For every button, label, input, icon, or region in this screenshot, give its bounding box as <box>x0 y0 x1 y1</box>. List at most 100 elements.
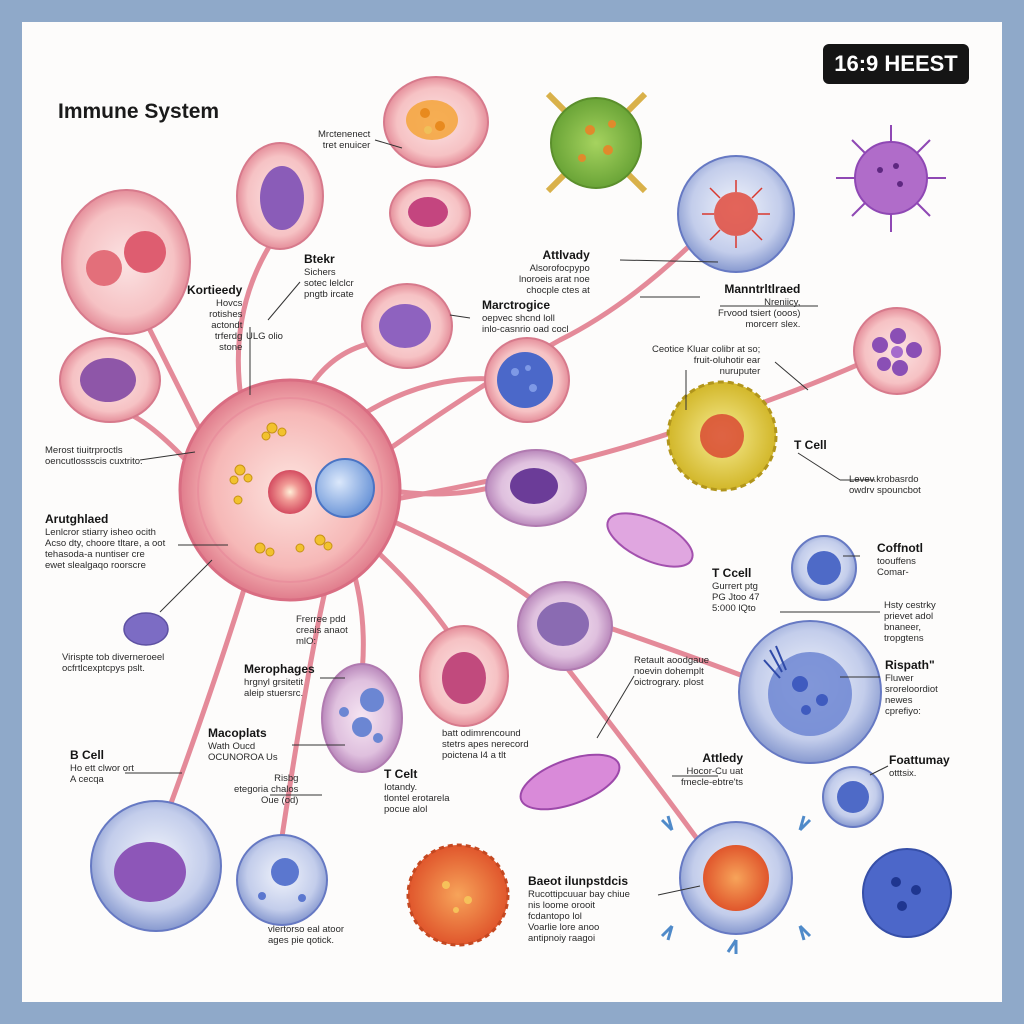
label-line: chocple ctes at <box>526 285 590 296</box>
label-line: Mrctenenect <box>318 129 371 140</box>
label-line: batt odimrencound <box>442 728 521 739</box>
label-tcell-1: T Cell <box>794 438 827 453</box>
label-line: oepvec shcnd loll <box>482 313 555 324</box>
label-line: newes <box>885 695 913 706</box>
label-line: fruit-oluhotir ear <box>693 355 761 366</box>
label-line: vlertorso eal atoor <box>268 924 345 935</box>
label-line: pngtb ircate <box>304 289 354 300</box>
label-line: oictrograry. plost <box>634 677 704 688</box>
cell-purple-nucleus-1 <box>236 142 324 250</box>
label-ulg: ULG olio <box>246 331 283 342</box>
label-heading: Btekr <box>304 252 335 266</box>
virus-purple-spiky <box>836 125 946 232</box>
label-line: actondt <box>211 320 243 331</box>
cell-b-cell-bottom-left <box>90 800 222 932</box>
label-heading: Coffnotl <box>877 541 923 555</box>
label-line: Wath Oucd <box>208 741 256 752</box>
label-line: Voarlie lore anoo <box>528 922 600 933</box>
label-line: nuruputer <box>719 366 761 377</box>
label-line: bnaneer, <box>884 622 921 633</box>
label-line: Rucottipcuuar bay chiue <box>528 889 630 900</box>
label-heading: Baeot ilunpstdcis <box>528 874 629 888</box>
small-cell-blue-oval <box>123 612 169 646</box>
label-line: stetrs apes nerecord <box>442 739 529 750</box>
label-line: Sichers <box>304 267 336 278</box>
label-line: aleip stuersrc. <box>244 688 304 699</box>
cell-blue-red-core <box>677 155 795 273</box>
label-line: creais anaot <box>296 625 348 636</box>
label-line: fmecle-ebtre'ts <box>681 777 744 788</box>
bacterium-pink-right <box>606 512 694 568</box>
label-heading: Foattumay <box>889 753 950 767</box>
label-heading: Manntrltlraed <box>724 282 801 296</box>
cell-antibody-orange <box>660 815 812 954</box>
label-line: tlontel erotarela <box>384 793 450 804</box>
label-line: Ho ett clwor ort <box>70 763 134 774</box>
label-line: hrgnyl grsitetit <box>244 677 304 688</box>
cell-large-blue-right <box>738 620 882 764</box>
label-line: Iotandy. <box>384 782 418 793</box>
label-heading: Marctrogice <box>482 298 551 312</box>
label-line: ocfrtlcexptcpys pslt. <box>62 663 145 674</box>
label-heading: T Cell <box>794 438 827 452</box>
label-line: inlo-casnrio oad cocl <box>482 324 569 335</box>
cell-blue-granule <box>484 337 570 423</box>
cell-small-blue-3 <box>862 848 952 938</box>
label-line: PG Jtoo 47 <box>712 592 760 603</box>
label-line: Risbg <box>274 773 299 784</box>
label-line: sotec lelclcr <box>304 278 354 289</box>
label-line: fcdantopo lol <box>528 911 582 922</box>
label-line: Lenlcror stiarry isheo ocith <box>45 527 156 538</box>
label-line: Fluwer <box>885 673 914 684</box>
label-ceotice: Ceotice Kluar colibr at so;fruit-oluhoti… <box>652 344 760 377</box>
label-line: rotishes <box>209 309 243 320</box>
bacterium-pink-bottom <box>519 753 621 811</box>
cell-double-nucleus <box>61 189 191 335</box>
label-line: oencutlossscis cuxtrito. <box>45 456 143 467</box>
label-line: Frvood tsiert (ooos) <box>718 308 801 319</box>
label-line: OCUNOROA Us <box>208 752 278 763</box>
label-line: antipnoiy raagoi <box>528 933 596 944</box>
cell-magenta-granule-2 <box>419 625 509 727</box>
label-line: prievet adol <box>884 611 934 622</box>
label-heading: Merophages <box>244 662 315 676</box>
label-line: cprefiyo: <box>885 706 921 717</box>
label-line: Oue (od) <box>260 795 299 806</box>
label-line: tropgtens <box>884 633 924 644</box>
label-line: Acso dty, choore tltare, a oot <box>45 538 166 549</box>
label-line: Gurrert ptg <box>712 581 758 592</box>
label-line: mlO: <box>296 636 317 647</box>
label-line: Merost tiuitrproctls <box>45 445 123 456</box>
virus-orange <box>406 843 510 947</box>
virus-green <box>545 91 648 194</box>
label-line: etegoria chalos <box>234 784 299 795</box>
label-line: toouffens <box>877 556 916 567</box>
label-line: otttsix. <box>889 768 917 779</box>
label-heading: T Ccell <box>712 566 752 580</box>
label-line: 5:000 lQto <box>712 603 756 614</box>
label-line: pocue alol <box>384 804 428 815</box>
label-line: noevin dohemplt <box>634 666 704 677</box>
cell-small-blue-2 <box>822 766 884 828</box>
label-heading: Rispath" <box>885 658 935 672</box>
label-line: Frerree pdd <box>296 614 346 625</box>
